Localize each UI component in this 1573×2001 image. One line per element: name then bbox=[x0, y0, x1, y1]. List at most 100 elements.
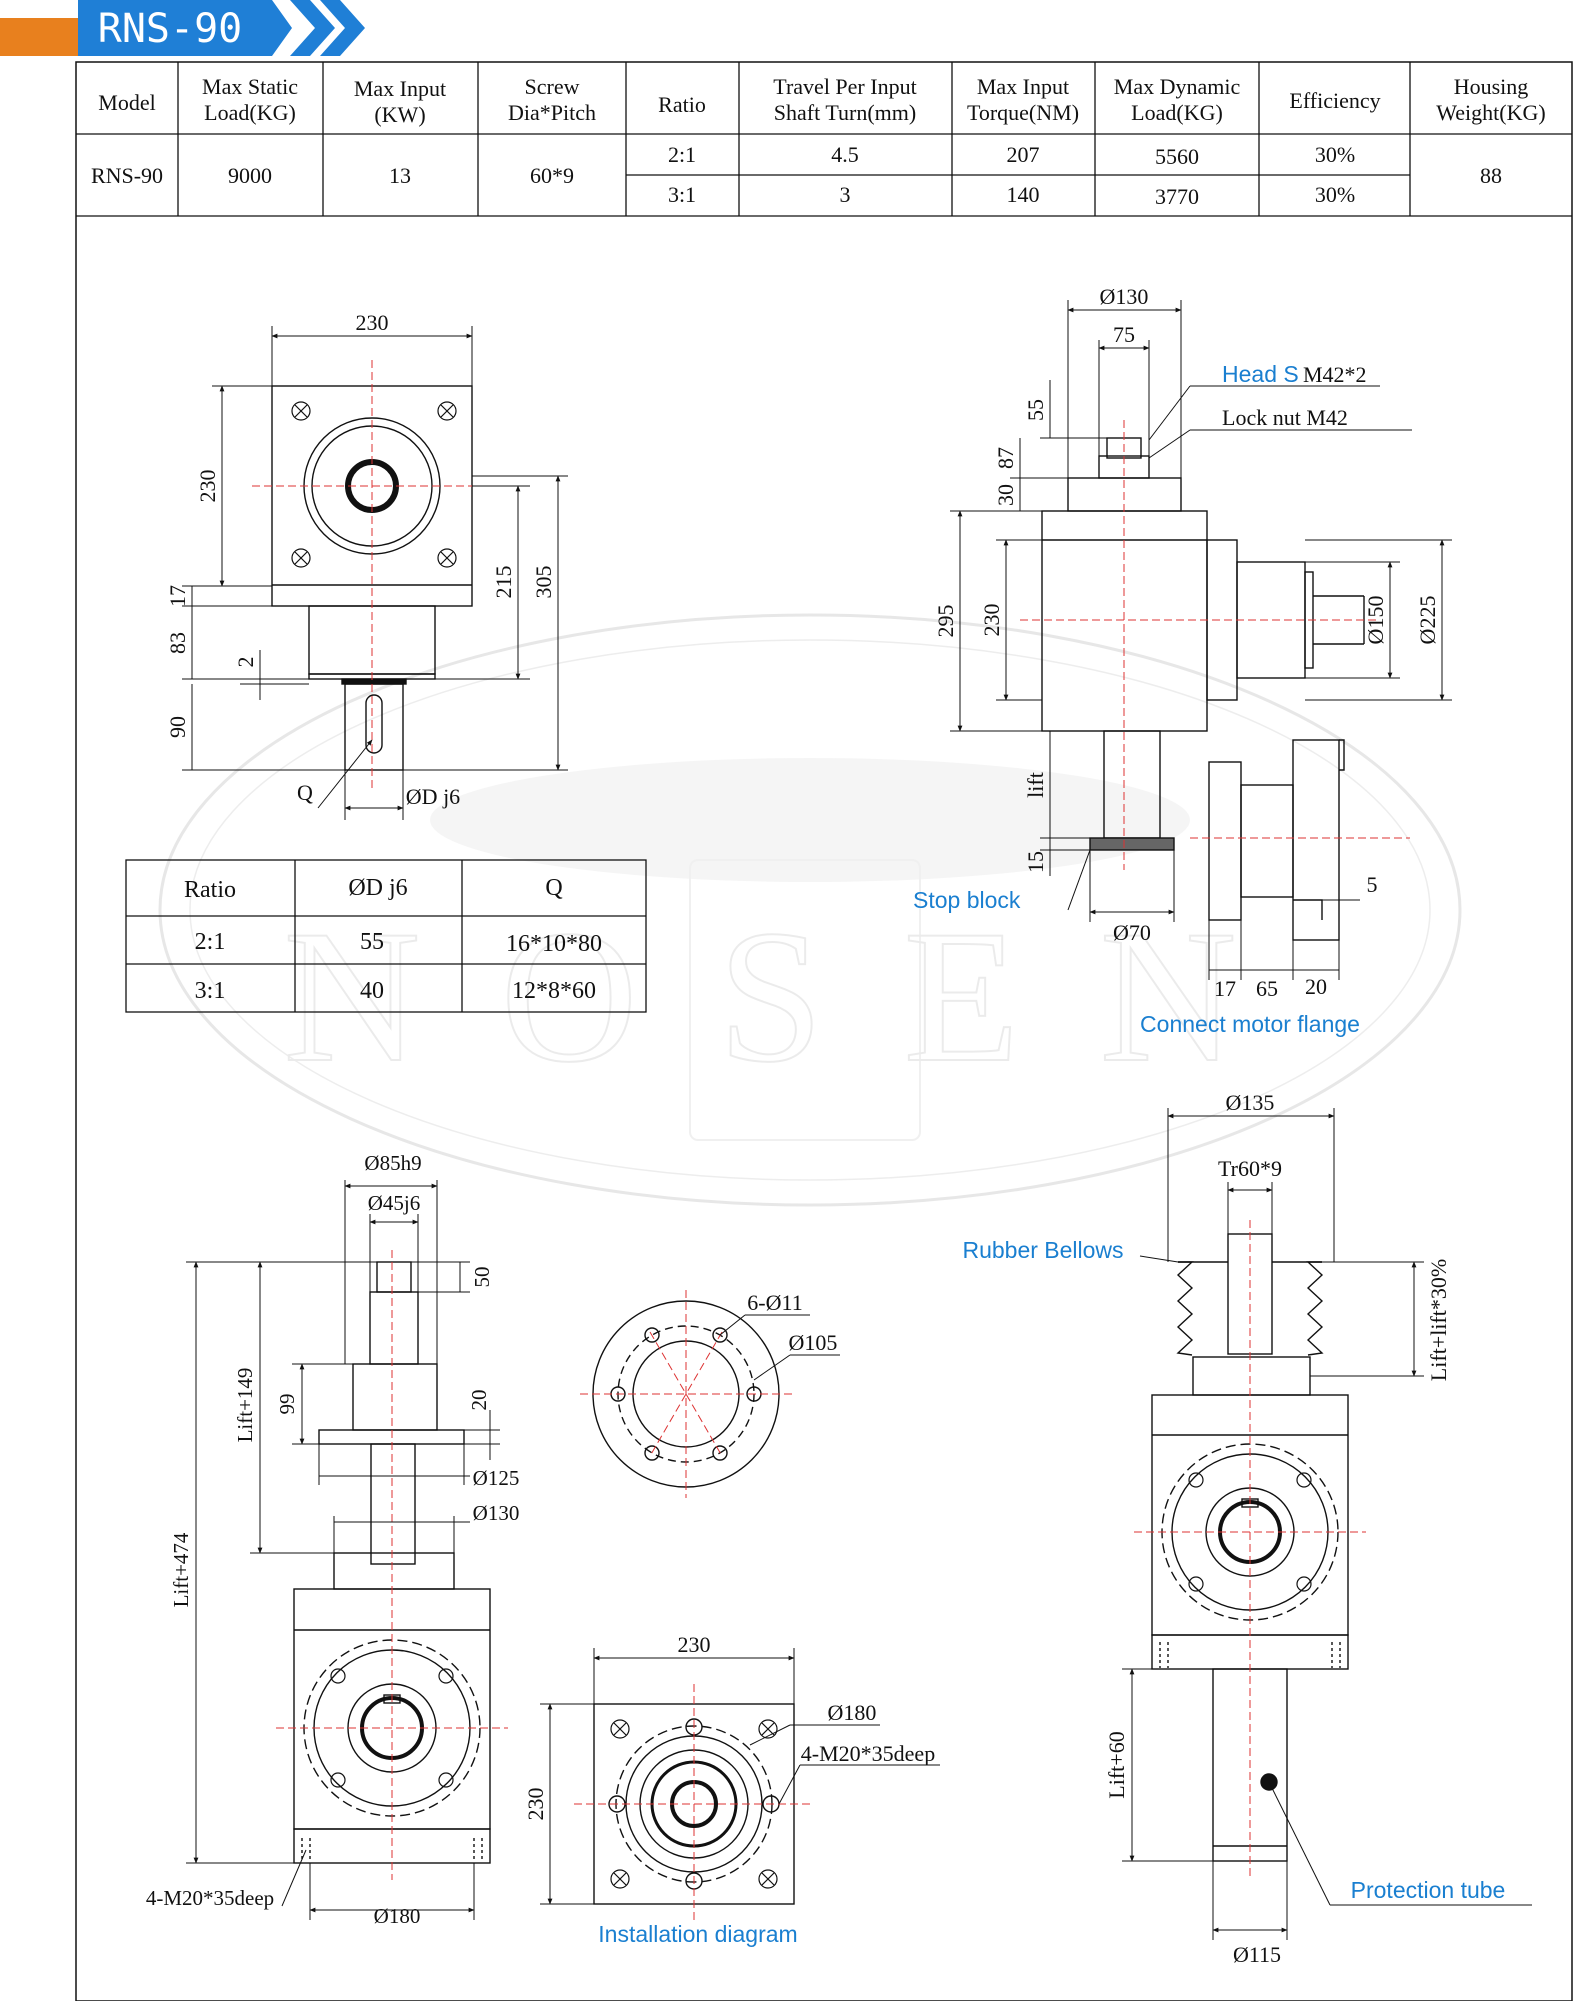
dim-bel-d115: Ø115 bbox=[1233, 1942, 1281, 1967]
hdr-input-1: Max Input bbox=[354, 76, 446, 101]
ratio-table-r2-q: 12*8*60 bbox=[512, 978, 596, 1004]
spec-table: Model Max Static Load(KG) Max Input (KW)… bbox=[76, 62, 1572, 217]
header-banner: RNS-90 bbox=[0, 0, 365, 56]
hdr-screw-1: Screw bbox=[525, 74, 580, 99]
installation-diagram-view bbox=[574, 1684, 814, 1924]
dim-low-4m20: 4-M20*35deep bbox=[146, 1886, 274, 1910]
hdr-travel-1: Travel Per Input bbox=[773, 74, 916, 99]
cell-ratio-r1: 2:1 bbox=[668, 142, 696, 167]
dim-inst-230-side: 230 bbox=[523, 1788, 548, 1821]
dim-inst-4m20: 4-M20*35deep bbox=[801, 1741, 935, 1766]
cell-weight: 88 bbox=[1480, 163, 1502, 188]
dim-side-17: 17 bbox=[1214, 976, 1236, 1001]
front-view bbox=[252, 360, 492, 790]
dim-low-20: 20 bbox=[467, 1390, 491, 1411]
cell-efficiency-r1: 30% bbox=[1315, 142, 1355, 167]
dim-low-lift149: Lift+149 bbox=[233, 1368, 257, 1443]
callout-protection-tube: Protection tube bbox=[1351, 1877, 1506, 1903]
dim-side-d130: Ø130 bbox=[1100, 284, 1149, 309]
dim-low-99: 99 bbox=[275, 1394, 299, 1415]
dim-front-2: 2 bbox=[233, 657, 258, 668]
dim-low-d130: Ø130 bbox=[473, 1501, 520, 1525]
sheet-frame bbox=[75, 61, 1573, 2001]
dim-side-55: 55 bbox=[1023, 399, 1048, 421]
dim-bel-d135: Ø135 bbox=[1226, 1090, 1275, 1115]
bellows-right bbox=[1306, 1261, 1324, 1356]
hdr-dynamic-1: Max Dynamic bbox=[1114, 74, 1241, 99]
callout-stop-block: Stop block bbox=[913, 887, 1021, 913]
dim-front-215: 215 bbox=[491, 566, 516, 599]
cell-torque-r2: 140 bbox=[1007, 182, 1040, 207]
cell-screw: 60*9 bbox=[530, 163, 574, 188]
cell-static-load: 9000 bbox=[228, 163, 272, 188]
ratio-table: Ratio ØD j6 Q 2:1 55 16*10*80 3:1 40 12*… bbox=[125, 859, 647, 1013]
ratio-table-r1-q: 16*10*80 bbox=[506, 931, 602, 957]
side-view-callouts: Head S Stop block Connect motor flange bbox=[913, 361, 1360, 1037]
dim-low-d180: Ø180 bbox=[374, 1904, 421, 1928]
side-view-dimensions bbox=[950, 300, 1452, 980]
front-view-dimensions bbox=[182, 326, 568, 820]
dim-side-295: 295 bbox=[933, 605, 958, 638]
lower-elevation-dimensions bbox=[186, 1180, 500, 1920]
cell-efficiency-r2: 30% bbox=[1315, 182, 1355, 207]
dim-circ-6d11: 6-Ø11 bbox=[747, 1290, 802, 1315]
cell-ratio-r2: 3:1 bbox=[668, 182, 696, 207]
ratio-table-r2-ratio: 3:1 bbox=[195, 978, 226, 1004]
dim-side-20: 20 bbox=[1305, 974, 1327, 999]
cell-dynamic-r2: 3770 bbox=[1155, 184, 1199, 209]
bellows-view-dim-labels: Ø135 Tr60*9 Lift+lift*30% Lift+60 Ø115 bbox=[1104, 1090, 1451, 1967]
callout-head-s-size: M42*2 bbox=[1303, 362, 1367, 387]
ratio-table-hdr-ratio: Ratio bbox=[184, 877, 236, 903]
ratio-table-hdr-q: Q bbox=[545, 875, 562, 901]
lower-elevation-view bbox=[276, 1250, 508, 1880]
dim-side-d150: Ø150 bbox=[1363, 596, 1388, 645]
dim-side-15: 15 bbox=[1023, 851, 1048, 873]
dim-side-87: 87 bbox=[993, 447, 1018, 469]
banner-blue-shape bbox=[78, 0, 292, 56]
dim-side-d70: Ø70 bbox=[1113, 920, 1151, 945]
watermark-text: NOSEN bbox=[283, 892, 1316, 1102]
hdr-screw-2: Dia*Pitch bbox=[508, 100, 596, 125]
dim-front-dj6: ØD j6 bbox=[406, 784, 460, 809]
bolt-circle-view bbox=[580, 1290, 840, 1498]
dim-front-305: 305 bbox=[531, 566, 556, 599]
dim-inst-230-top: 230 bbox=[678, 1632, 711, 1657]
dim-side-lift: lift bbox=[1023, 772, 1048, 798]
dim-front-230-top: 230 bbox=[356, 310, 389, 335]
dim-side-65: 65 bbox=[1256, 976, 1278, 1001]
ratio-table-r1-ratio: 2:1 bbox=[195, 929, 226, 955]
dim-low-50: 50 bbox=[470, 1267, 494, 1288]
banner-accent-bar bbox=[0, 18, 80, 56]
cell-travel-r1: 4.5 bbox=[831, 142, 859, 167]
ratio-table-r1-dj6: 55 bbox=[360, 929, 384, 955]
installation-diagram-labels: 230 230 Ø180 4-M20*35deep bbox=[523, 1632, 935, 1821]
dim-front-17: 17 bbox=[165, 585, 190, 607]
ratio-table-r2-dj6: 40 bbox=[360, 978, 384, 1004]
lower-elevation-dim-labels: Ø85h9 Ø45j6 50 Lift+149 99 20 Ø125 Ø130 … bbox=[146, 1151, 519, 1928]
bolt-circle-labels: 6-Ø11 Ø105 bbox=[747, 1290, 837, 1355]
page-title: RNS-90 bbox=[98, 6, 243, 52]
dim-bel-tr: Tr60*9 bbox=[1218, 1156, 1282, 1181]
banner-chevron-2 bbox=[320, 0, 365, 56]
callout-installation-diagram: Installation diagram bbox=[598, 1921, 797, 1947]
dim-inst-d180: Ø180 bbox=[828, 1700, 877, 1725]
banner-chevron-1 bbox=[290, 0, 335, 56]
hdr-static-1: Max Static bbox=[202, 74, 298, 99]
bellows-view bbox=[1134, 1220, 1366, 1880]
bellows-view-callouts: Rubber Bellows Protection tube bbox=[962, 1237, 1505, 1903]
dim-low-d125: Ø125 bbox=[473, 1466, 520, 1490]
callout-connect-motor-flange: Connect motor flange bbox=[1140, 1011, 1360, 1037]
callout-head-s: Head S bbox=[1222, 361, 1299, 387]
dim-bel-lift60: Lift+60 bbox=[1104, 1731, 1129, 1798]
hdr-dynamic-2: Load(KG) bbox=[1131, 100, 1223, 125]
cell-model: RNS-90 bbox=[91, 163, 163, 188]
bellows-left bbox=[1176, 1261, 1194, 1356]
dim-side-5: 5 bbox=[1367, 872, 1378, 897]
hdr-input-2: (KW) bbox=[374, 102, 425, 127]
dim-side-30: 30 bbox=[993, 484, 1018, 506]
cell-dynamic-r1: 5560 bbox=[1155, 144, 1199, 169]
dim-low-d85h9: Ø85h9 bbox=[364, 1151, 421, 1175]
hdr-efficiency: Efficiency bbox=[1289, 88, 1380, 113]
dim-front-83: 83 bbox=[165, 632, 190, 654]
hdr-static-2: Load(KG) bbox=[204, 100, 296, 125]
